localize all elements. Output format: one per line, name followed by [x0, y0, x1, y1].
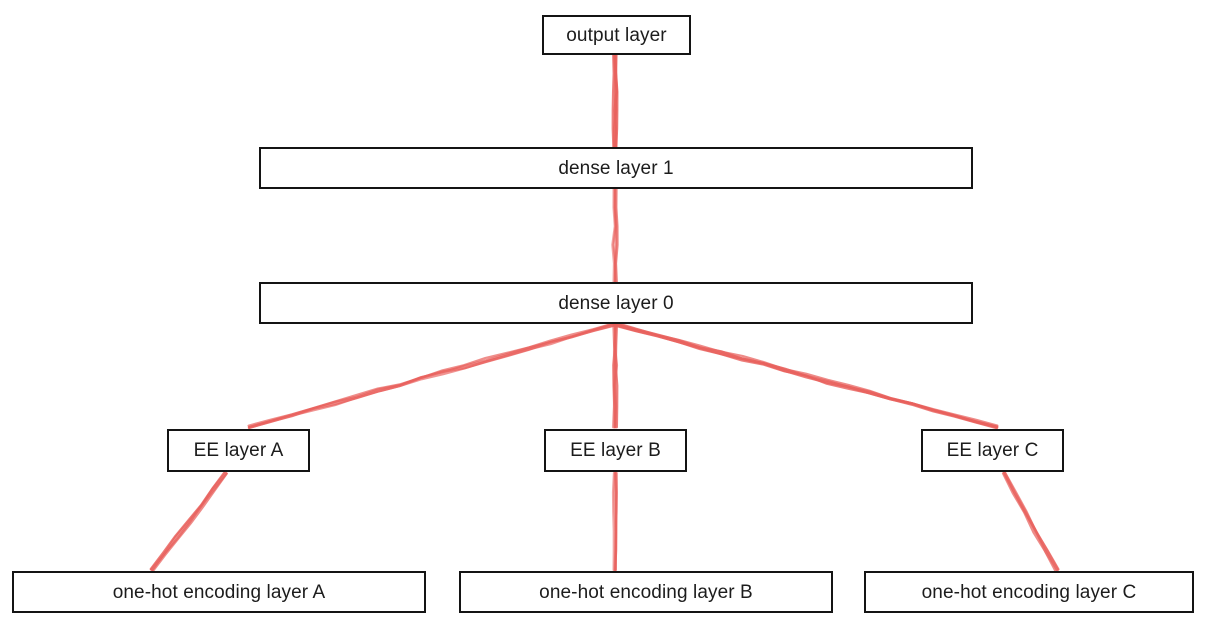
node-ee-layer-a[interactable]: EE layer A [167, 429, 310, 472]
edge-edge-ee-a-to-dense0 [247, 321, 617, 430]
edge-edge-onehot-b-to-ee-b [611, 471, 618, 572]
node-one-hot-encoding-layer-b[interactable]: one-hot encoding layer B [459, 571, 833, 613]
edge-edge-dense0-to-dense1 [611, 187, 619, 284]
node-dense-layer-0[interactable]: dense layer 0 [259, 282, 973, 324]
node-dense-layer-1[interactable]: dense layer 1 [259, 147, 973, 189]
node-label: dense layer 1 [558, 157, 674, 179]
node-label: EE layer C [946, 440, 1039, 461]
node-label: EE layer B [570, 440, 661, 461]
node-output-layer[interactable]: output layer [542, 15, 691, 55]
node-one-hot-encoding-layer-c[interactable]: one-hot encoding layer C [864, 571, 1194, 613]
node-ee-layer-c[interactable]: EE layer C [921, 429, 1064, 472]
node-label: output layer [566, 24, 667, 46]
edge-edge-onehot-c-to-ee-c [1001, 471, 1060, 573]
node-label: one-hot encoding layer C [921, 581, 1137, 603]
node-ee-layer-b[interactable]: EE layer B [544, 429, 687, 472]
node-label: one-hot encoding layer A [112, 581, 326, 603]
node-label: one-hot encoding layer B [539, 581, 753, 603]
edge-edge-dense1-to-output [611, 53, 619, 149]
node-label: EE layer A [193, 440, 284, 461]
edge-edge-ee-b-to-dense0 [611, 322, 619, 429]
node-label: dense layer 0 [558, 292, 674, 314]
edge-edge-ee-c-to-dense0 [613, 321, 999, 430]
edge-edge-onehot-a-to-ee-a [149, 470, 228, 572]
node-one-hot-encoding-layer-a[interactable]: one-hot encoding layer A [12, 571, 426, 613]
